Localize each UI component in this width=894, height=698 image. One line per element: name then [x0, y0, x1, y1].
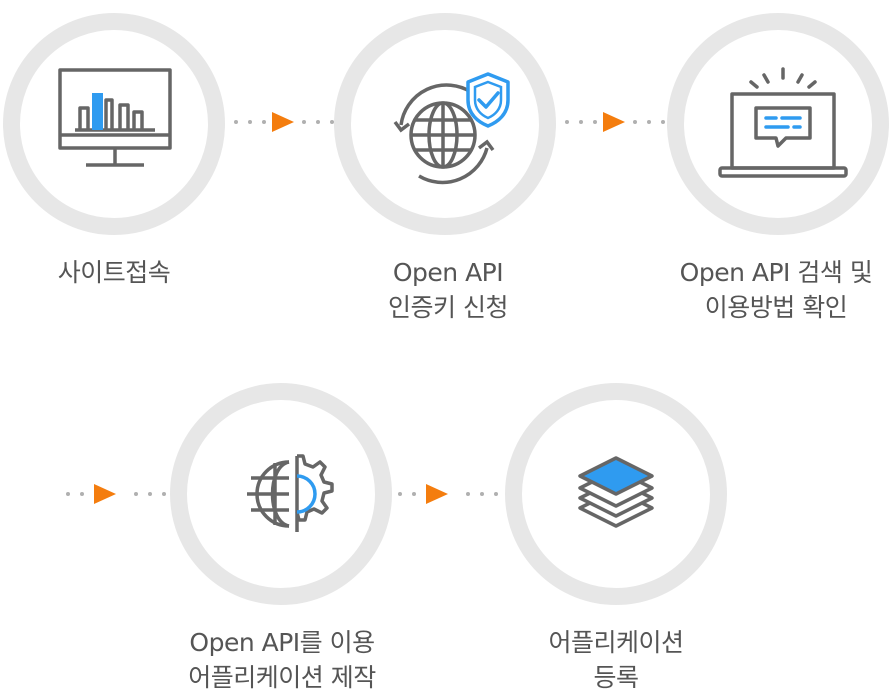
step-2-label: Open API 인증키 신청	[318, 255, 578, 325]
connector-2-3	[563, 112, 673, 132]
step-5-label-line2: 등록	[593, 663, 639, 692]
step-2-circle	[334, 13, 556, 235]
step-3-label-line1: Open API 검색 및	[679, 258, 873, 287]
step-4-label-line2: 어플리케이션 제작	[188, 663, 376, 692]
step-3-label: Open API 검색 및 이용방법 확인	[646, 255, 894, 325]
monitor-bar-chart-icon	[58, 68, 172, 167]
step-5-label: 어플리케이션 등록	[486, 625, 746, 695]
laptop-message-icon	[718, 67, 848, 178]
globe-shield-check-icon	[393, 72, 510, 185]
globe-gear-icon	[247, 454, 334, 532]
step-4-circle	[170, 383, 392, 605]
step-4-label-line1: Open API를 이용	[189, 628, 375, 657]
connector-3-4	[64, 484, 174, 504]
layers-stack-icon	[578, 456, 654, 528]
arrow-right-icon	[272, 112, 294, 132]
step-5-label-line1: 어플리케이션	[548, 628, 684, 657]
connector-1-2	[232, 112, 342, 132]
arrow-right-icon	[426, 484, 448, 504]
arrow-right-icon	[603, 112, 625, 132]
step-3-circle	[667, 13, 889, 235]
step-1-label: 사이트접속	[0, 255, 244, 290]
step-5-circle	[505, 383, 727, 605]
step-2-label-line2: 인증키 신청	[388, 293, 508, 322]
step-3-label-line2: 이용방법 확인	[704, 293, 848, 322]
step-1-circle	[3, 13, 225, 235]
step-4-label: Open API를 이용 어플리케이션 제작	[152, 625, 412, 695]
step-1-label-line1: 사이트접속	[57, 258, 171, 287]
arrow-right-icon	[94, 484, 116, 504]
connector-4-5	[396, 484, 506, 504]
step-2-label-line1: Open API	[392, 258, 504, 287]
